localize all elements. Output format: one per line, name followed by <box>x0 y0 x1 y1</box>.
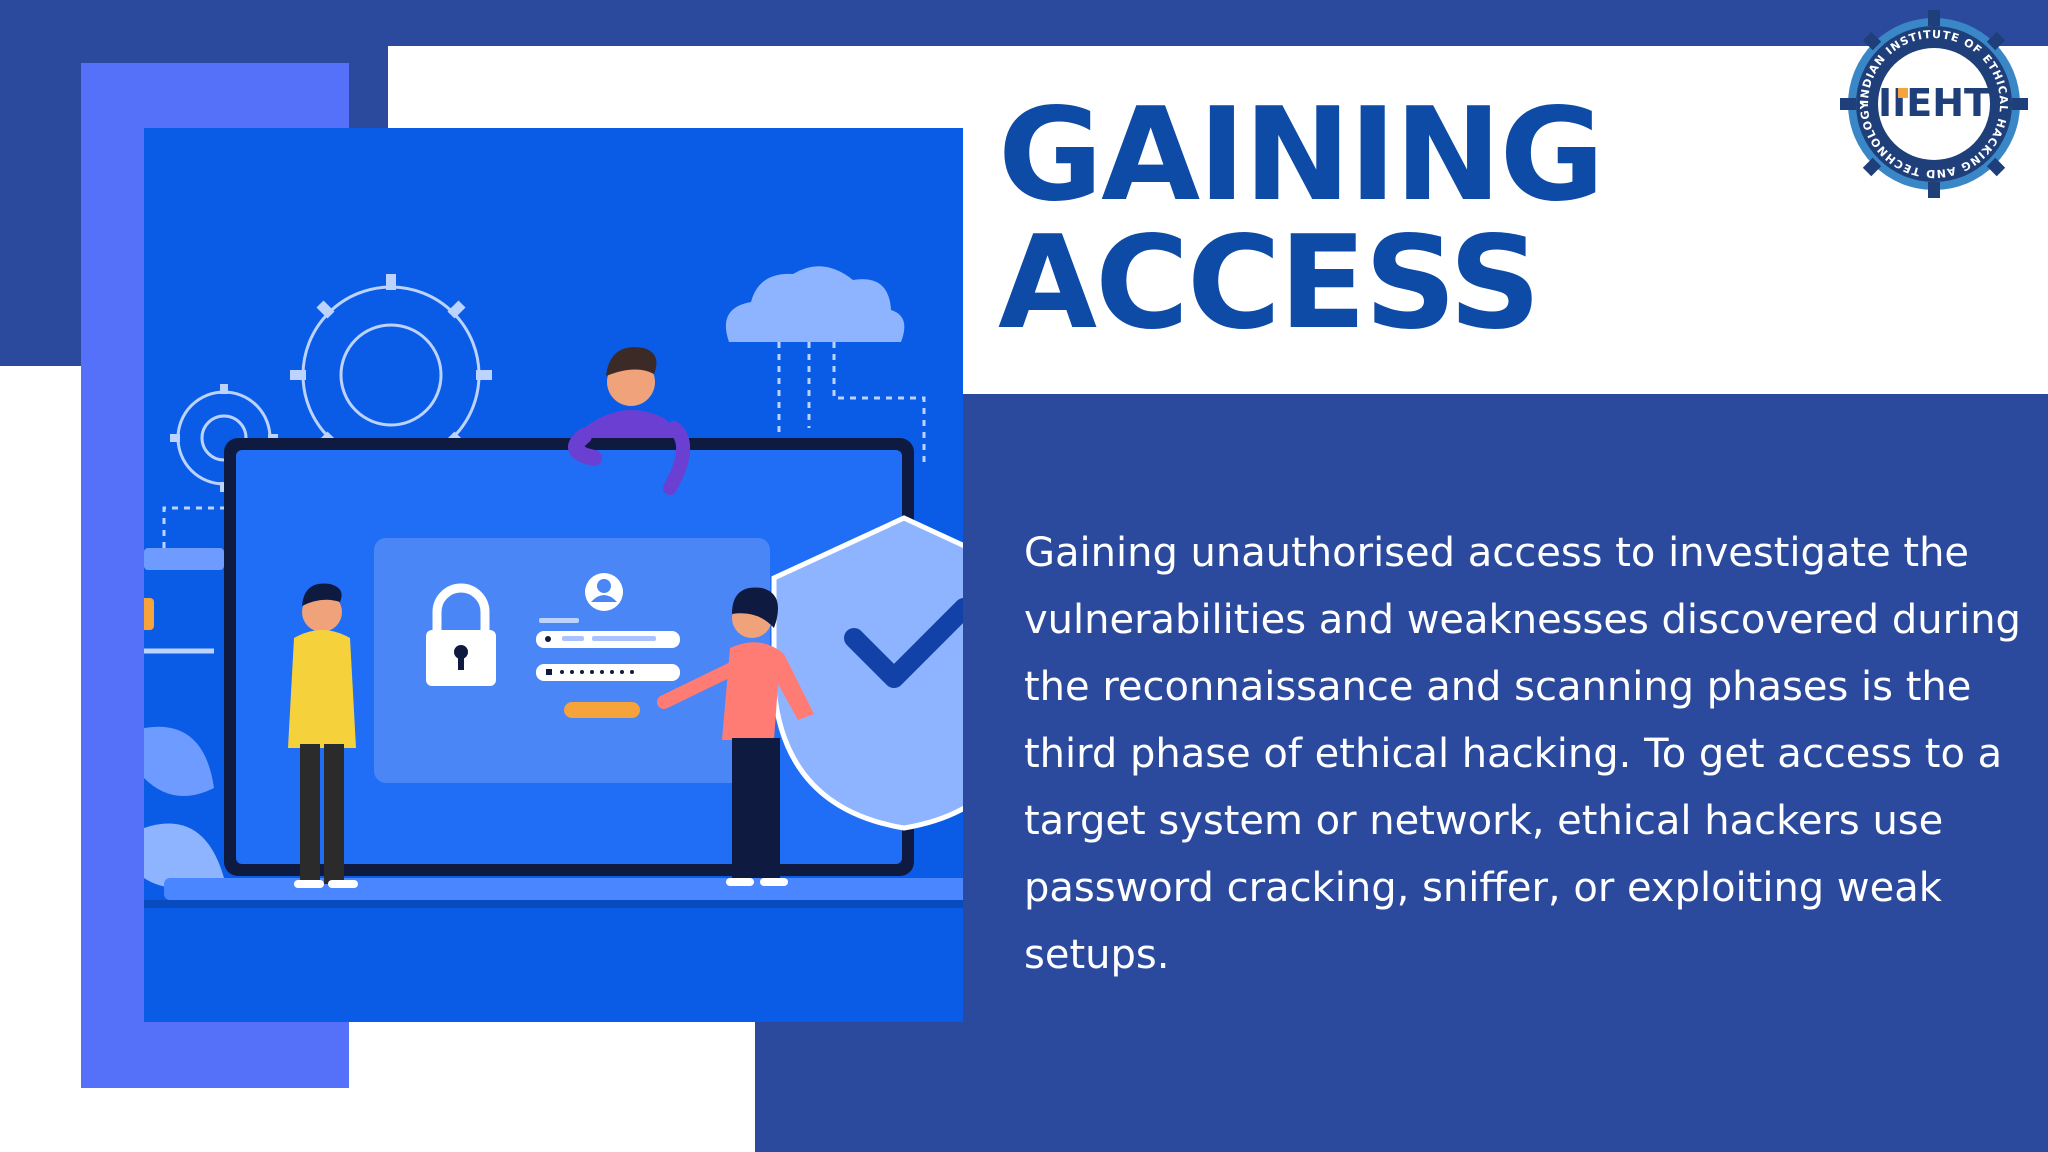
user-icon <box>585 573 623 611</box>
description-text: Gaining unauthorised access to investiga… <box>1024 530 2021 978</box>
logo-wordmark: IIEHT <box>1878 81 1990 125</box>
cloud-icon <box>725 266 926 468</box>
page-title: GAINING ACCESS <box>998 92 1818 348</box>
title-line-1: GAINING <box>998 81 1605 230</box>
padlock-icon <box>426 583 496 686</box>
person-figure <box>288 583 358 888</box>
login-security-illustration <box>144 128 963 1022</box>
gear-badge-icon <box>1840 10 2028 198</box>
person-figure <box>657 587 814 886</box>
iieht-logo: INDIAN INSTITUTE OF ETHICAL HACKING AND … <box>1840 10 2028 198</box>
person-figure <box>568 347 691 495</box>
title-line-2: ACCESS <box>998 209 1541 358</box>
shield-check-icon <box>771 515 963 831</box>
description-panel-base <box>755 1022 2048 1152</box>
